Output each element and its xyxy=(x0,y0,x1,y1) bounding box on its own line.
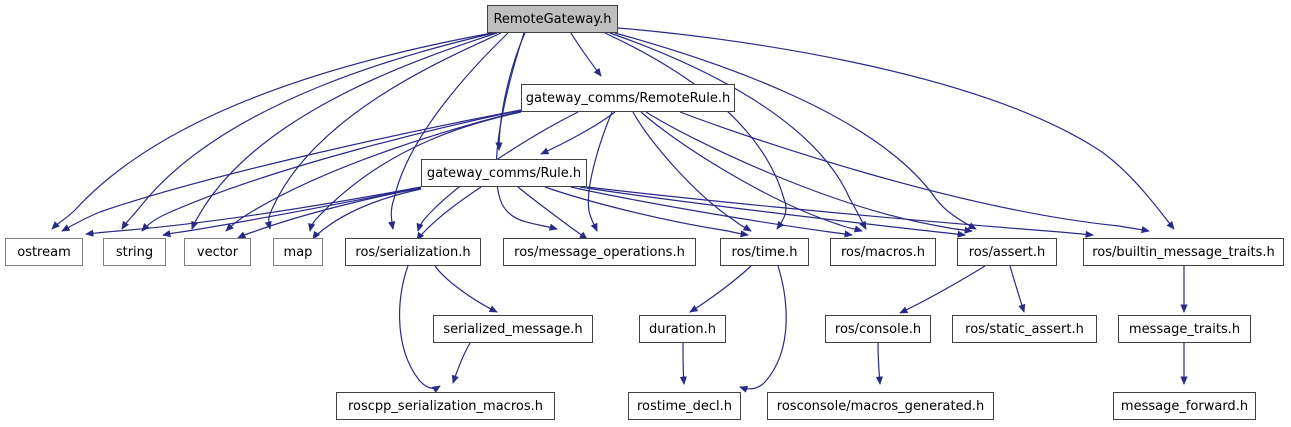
graph-edge-remote_rule-to-string xyxy=(141,109,522,232)
graph-edge-remote_rule-to-map xyxy=(308,111,522,232)
graph-node-ros_serialization[interactable]: ros/serialization.h xyxy=(345,238,481,266)
graph-edge-ros_assert-to-ros_static_assert xyxy=(1009,265,1026,313)
graph-node-rostime_decl[interactable]: rostime_decl.h xyxy=(628,392,741,420)
graph-edge-ros_serialization-to-serialized_message xyxy=(434,265,498,313)
graph-edge-rule-to-map xyxy=(312,188,422,240)
graph-node-ostream[interactable]: ostream xyxy=(5,238,83,266)
graph-node-label: gateway_comms/RemoteRule.h xyxy=(525,90,731,106)
graph-node-label: rosconsole/macros_generated.h xyxy=(776,398,985,414)
graph-node-label: message_forward.h xyxy=(1120,398,1249,414)
graph-edge-rule-to-ros_time xyxy=(544,186,749,238)
graph-edge-rule-to-ros_assert xyxy=(579,186,966,238)
graph-edge-remote_rule-to-ros_macros xyxy=(640,111,863,233)
graph-edge-ros_serialization-to-roscpp_ser_macros xyxy=(399,265,441,393)
graph-edge-remote_gateway-to-string xyxy=(121,32,495,230)
graph-node-label: serialized_message.h xyxy=(443,321,583,337)
graph-node-ros_macros[interactable]: ros/macros.h xyxy=(830,238,936,266)
graph-edge-remote_gateway-to-ros_assert xyxy=(614,32,977,230)
graph-node-label: RemoteGateway.h xyxy=(493,11,612,27)
graph-node-label: duration.h xyxy=(648,321,717,337)
graph-node-message_traits[interactable]: message_traits.h xyxy=(1118,315,1251,343)
graph-edge-remote_rule-to-ros_builtin_traits xyxy=(679,111,1150,234)
graph-node-rule[interactable]: gateway_comms/Rule.h xyxy=(421,159,587,187)
graph-edge-ros_console-to-rosconsole_macros xyxy=(875,342,883,385)
graph-node-label: ros/message_operations.h xyxy=(514,244,685,260)
graph-edge-rule-to-ros_macros xyxy=(570,186,853,238)
graph-node-label: ros/console.h xyxy=(834,321,922,337)
graph-node-serialized_message[interactable]: serialized_message.h xyxy=(433,315,593,343)
graph-node-label: gateway_comms/Rule.h xyxy=(426,165,582,181)
graph-node-roscpp_ser_macros[interactable]: roscpp_serialization_macros.h xyxy=(336,392,555,420)
graph-node-remote_rule[interactable]: gateway_comms/RemoteRule.h xyxy=(521,84,735,112)
graph-edge-remote_rule-to-ros_message_operations xyxy=(587,111,613,232)
graph-node-ros_builtin_traits[interactable]: ros/builtin_message_traits.h xyxy=(1083,238,1284,266)
graph-node-string[interactable]: string xyxy=(103,238,166,266)
graph-node-label: ros/static_assert.h xyxy=(965,321,1084,337)
graph-node-rosconsole_macros[interactable]: rosconsole/macros_generated.h xyxy=(767,392,994,420)
graph-edge-remote_rule-to-rule xyxy=(540,111,616,155)
graph-node-label: roscpp_serialization_macros.h xyxy=(348,398,543,414)
graph-edge-rule-to-vector xyxy=(237,187,422,239)
graph-edge-rule-to-ros_serialization xyxy=(416,186,482,241)
graph-edge-remote_rule-to-ros_time xyxy=(632,111,752,232)
graph-node-label: ros/macros.h xyxy=(840,244,926,260)
graph-edge-rule-to-string xyxy=(162,187,422,238)
graph-edge-rule-to-ros_builtin_traits xyxy=(586,186,1094,238)
graph-edge-remote_gateway-to-ros_builtin_traits xyxy=(617,27,1175,230)
graph-node-ros_time[interactable]: ros/time.h xyxy=(720,238,809,266)
graph-edge-duration-to-rostime_decl xyxy=(679,342,687,385)
graph-edge-remote_gateway-to-ros_macros xyxy=(609,32,867,230)
graph-edge-rule-to-ostream xyxy=(85,186,422,237)
graph-edge-remote_rule-to-ostream xyxy=(61,109,522,232)
graph-edge-remote_gateway-to-remote_rule xyxy=(570,32,602,77)
graph-edge-ros_time-to-duration xyxy=(689,265,752,313)
graph-node-label: ros/serialization.h xyxy=(355,244,471,260)
graph-node-label: vector xyxy=(196,244,239,260)
graph-node-ros_message_operations[interactable]: ros/message_operations.h xyxy=(503,238,696,266)
graph-edge-remote_gateway-to-map xyxy=(264,32,502,230)
graph-node-duration[interactable]: duration.h xyxy=(639,315,726,343)
graph-edge-rule-to-ros_message_operations xyxy=(517,186,588,240)
graph-edge-remote_gateway-to-ros_time xyxy=(604,32,787,230)
graph-node-label: ostream xyxy=(17,244,71,260)
graph-edge-remote_gateway-to-ros_message_operations xyxy=(495,32,558,231)
graph-edge-remote_gateway-to-ros_serialization xyxy=(388,32,509,230)
graph-node-ros_assert[interactable]: ros/assert.h xyxy=(957,238,1057,266)
graph-node-remote_gateway[interactable]: RemoteGateway.h xyxy=(487,5,618,33)
graph-edge-ros_assert-to-ros_console xyxy=(899,265,986,314)
graph-node-ros_console[interactable]: ros/console.h xyxy=(825,315,931,343)
graph-edge-remote_gateway-to-vector xyxy=(191,32,498,230)
graph-node-vector[interactable]: vector xyxy=(184,238,251,266)
graph-node-ros_static_assert[interactable]: ros/static_assert.h xyxy=(952,315,1097,343)
graph-edge-serialized_message-to-roscpp_ser_macros xyxy=(451,342,471,384)
graph-node-label: rostime_decl.h xyxy=(636,398,733,414)
graph-node-label: message_traits.h xyxy=(1128,321,1241,337)
graph-edge-ros_time-to-rostime_decl xyxy=(739,265,787,393)
graph-node-label: ros/time.h xyxy=(731,244,798,260)
graph-edge-remote_rule-to-ros_assert xyxy=(645,111,973,234)
graph-node-label: string xyxy=(115,244,154,260)
graph-node-label: map xyxy=(283,244,313,260)
graph-node-label: ros/assert.h xyxy=(968,244,1046,260)
graph-edge-remote_rule-to-ros_serialization xyxy=(416,111,579,232)
graph-node-message_forward[interactable]: message_forward.h xyxy=(1113,392,1256,420)
graph-node-map[interactable]: map xyxy=(273,238,323,266)
graph-node-label: ros/builtin_message_traits.h xyxy=(1092,244,1275,260)
graph-edge-remote_gateway-to-ostream xyxy=(51,32,493,230)
